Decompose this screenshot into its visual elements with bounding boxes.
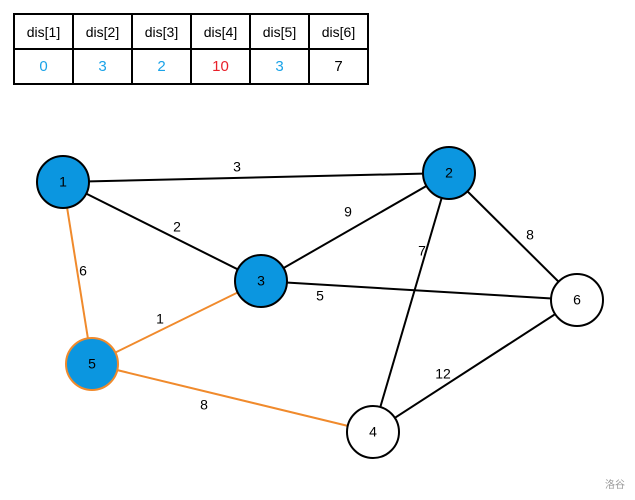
edge-1-3 <box>62 181 262 282</box>
node-label: 3 <box>257 273 265 289</box>
edge-weight-label: 5 <box>316 288 324 304</box>
table-header-cell: dis[3] <box>131 13 192 50</box>
distance-table: dis[1] dis[2] dis[3] dis[4] dis[5] dis[6… <box>13 13 369 85</box>
edge-weight-label: 12 <box>435 366 451 382</box>
distance-table-value-row: 0 3 2 10 3 7 <box>13 48 369 85</box>
edge-2-4 <box>372 172 450 433</box>
edge-weight-label: 1 <box>156 311 164 327</box>
node-label: 4 <box>369 424 377 440</box>
table-header-cell: dis[5] <box>249 13 310 50</box>
edge-weight-label: 3 <box>233 159 241 175</box>
node-label: 2 <box>445 165 453 181</box>
table-value-cell: 3 <box>249 48 310 85</box>
table-value-cell: 0 <box>13 48 74 85</box>
table-value-cell: 3 <box>72 48 133 85</box>
edge-weight-label: 9 <box>344 204 352 220</box>
table-value-cell: 7 <box>308 48 369 85</box>
table-header-cell: dis[1] <box>13 13 74 50</box>
edge-3-6 <box>260 280 578 301</box>
table-header-cell: dis[2] <box>72 13 133 50</box>
graph-node-5 <box>65 337 119 391</box>
graph-node-4 <box>346 405 400 459</box>
node-label: 5 <box>88 356 96 372</box>
edge-5-4 <box>91 363 374 433</box>
graph-node-3 <box>234 254 288 308</box>
node-label: 1 <box>59 174 67 190</box>
edges-layer <box>62 172 578 433</box>
edge-1-2 <box>62 172 450 183</box>
edge-2-6 <box>448 172 578 301</box>
edge-4-6 <box>372 299 578 433</box>
table-header-cell: dis[4] <box>190 13 251 50</box>
watermark: 洛谷 <box>605 480 625 491</box>
graph-node-6 <box>550 273 604 327</box>
edge-weight-label: 8 <box>526 227 534 243</box>
graph-node-1 <box>36 155 90 209</box>
table-header-cell: dis[6] <box>308 13 369 50</box>
node-label: 6 <box>573 292 581 308</box>
edge-1-5 <box>62 181 93 365</box>
edge-weight-label: 6 <box>79 263 87 279</box>
graph-node-2 <box>422 146 476 200</box>
table-value-cell: 2 <box>131 48 192 85</box>
edge-3-2 <box>260 172 450 282</box>
edge-weights-layer: 3 2 6 9 7 8 5 1 8 12 <box>79 159 534 413</box>
table-value-cell: 10 <box>190 48 251 85</box>
edge-weight-label: 2 <box>173 219 181 235</box>
distance-table-header-row: dis[1] dis[2] dis[3] dis[4] dis[5] dis[6… <box>13 13 369 50</box>
edge-5-3 <box>91 280 262 365</box>
edge-weight-label: 8 <box>200 397 208 413</box>
edge-weight-label: 7 <box>418 243 426 259</box>
